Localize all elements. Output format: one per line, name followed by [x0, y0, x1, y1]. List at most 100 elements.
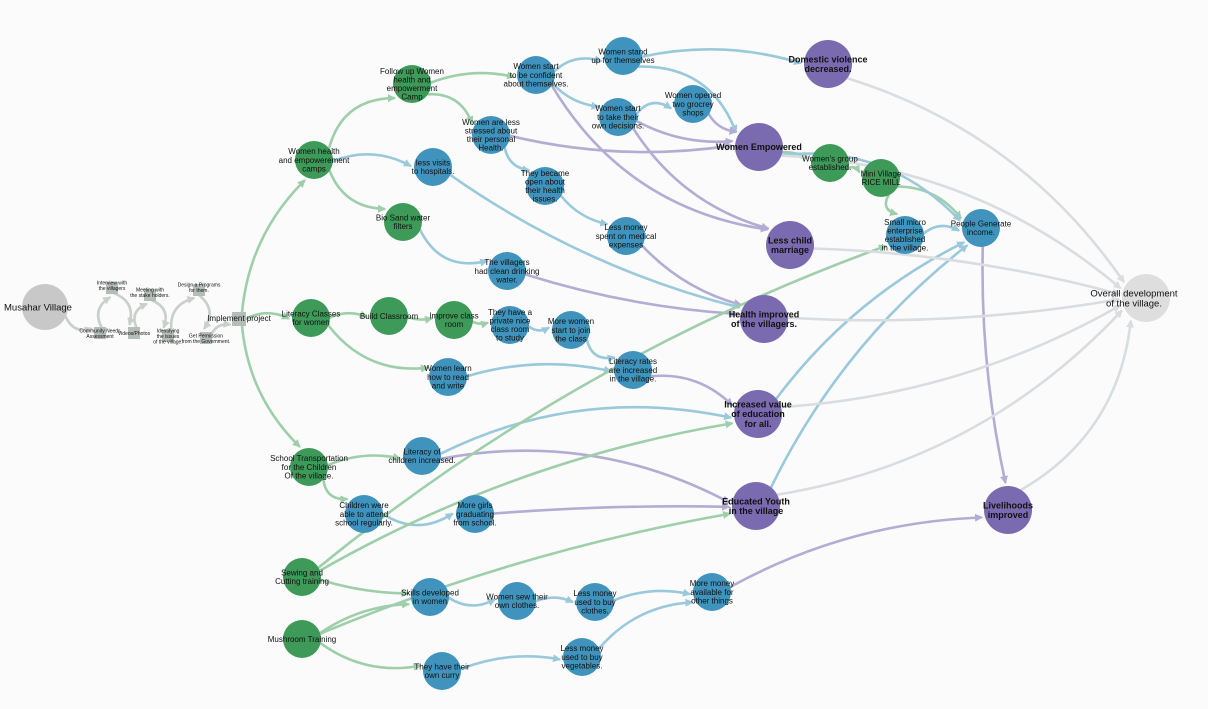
- node-shape: [740, 295, 788, 343]
- node-shape: [162, 330, 174, 342]
- node-label: able to attend: [340, 510, 388, 519]
- node-label: Mushroom Training: [268, 635, 336, 644]
- connector-arrow: [534, 595, 574, 603]
- node-empowered[interactable]: Women Empowered: [716, 123, 802, 171]
- node-musahar[interactable]: Musahar Village: [4, 284, 72, 330]
- node-label: of the village.: [153, 340, 182, 346]
- connector-arrow: [326, 453, 402, 467]
- connector-arrow: [786, 296, 1120, 322]
- node-label: Cutting training: [275, 577, 329, 586]
- node-label: People Generate: [951, 220, 1012, 229]
- connector-arrow: [328, 310, 368, 319]
- node-label: filters: [393, 222, 412, 231]
- node-label: for all.: [744, 419, 771, 429]
- node-label: Overall development: [1090, 288, 1177, 299]
- node-label: Women's group: [802, 155, 858, 164]
- node-label: Interview with: [97, 280, 128, 286]
- connector-arrow: [769, 244, 969, 489]
- node-label: Domestic violence: [788, 54, 867, 64]
- connector-arrow: [492, 502, 730, 515]
- node-implement[interactable]: Implement project: [207, 312, 272, 326]
- connector-arrow: [327, 94, 396, 150]
- node-shape: [193, 284, 205, 296]
- node-label: the stake holders.: [130, 293, 169, 299]
- node-label: Improve class: [429, 312, 478, 321]
- node-label: private nice: [490, 317, 531, 326]
- node-shape: [423, 652, 461, 690]
- node-photos[interactable]: Videos/Photos: [118, 327, 151, 339]
- node-shape: [804, 40, 852, 88]
- node-label: open about: [525, 178, 566, 187]
- node-shape: [674, 85, 712, 123]
- connector-arrow: [775, 309, 1123, 496]
- node-label: to study: [496, 334, 524, 343]
- node-label: for the Children: [282, 463, 337, 472]
- node-shape: [200, 332, 212, 344]
- node-shape: [604, 37, 642, 75]
- node-label: Women sew their: [486, 593, 548, 602]
- node-shape: [1122, 274, 1170, 322]
- connector-arrow: [707, 113, 738, 135]
- node-label: of the villagers.: [731, 319, 797, 329]
- node-label: income.: [967, 228, 995, 237]
- node-label: of education: [731, 409, 785, 419]
- node-label: vegetables.: [562, 661, 603, 670]
- node-build[interactable]: Build Classroom: [360, 297, 419, 335]
- node-label: Literacy Classes: [282, 310, 341, 319]
- node-label: Mini Village: [861, 170, 902, 179]
- node-label: Skills developed: [401, 589, 459, 598]
- connector-arrow: [64, 315, 93, 335]
- node-label: clothes.: [581, 606, 609, 615]
- node-mushroom[interactable]: Mushroom Training: [268, 620, 336, 658]
- node-label: expenses: [609, 240, 643, 249]
- node-label: two grocrey: [672, 100, 713, 109]
